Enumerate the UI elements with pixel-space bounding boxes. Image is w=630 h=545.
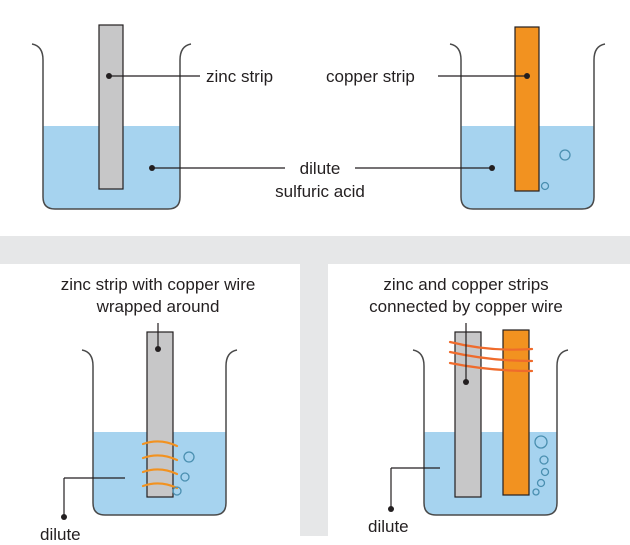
bubble: [172, 486, 182, 496]
panel-d-caption-line2: connected by copper wire: [369, 297, 563, 316]
copper-wire-coil: [141, 440, 179, 490]
panel-a-zinc: [31, 24, 285, 210]
panel-d-caption-line1: zinc and copper strips: [383, 275, 549, 294]
zinc-strip: [454, 331, 482, 498]
beaker-d-outline: [412, 349, 569, 516]
panel-c-wrapped: [61, 323, 238, 520]
beaker-c-outline: [81, 349, 238, 516]
bubble: [180, 472, 190, 482]
bubble: [183, 451, 195, 463]
dilute-label: dilute: [299, 159, 341, 178]
bubble: [559, 149, 571, 161]
bubble: [540, 467, 550, 477]
beaker-a-outline: [31, 43, 192, 210]
acid-d-pointer-dot: [388, 506, 394, 512]
bubble: [532, 488, 540, 496]
divider-vertical: [300, 236, 328, 536]
panel-d-dilute-label: dilute: [368, 517, 409, 536]
bubble: [540, 181, 550, 191]
zinc-strip: [98, 24, 124, 190]
acid-c-pointer-dot: [61, 514, 67, 520]
panel-c-dilute-label: dilute: [40, 525, 81, 544]
panel-c-caption-line1: zinc strip with copper wire: [60, 275, 256, 294]
copper-strip: [502, 329, 530, 496]
bubble: [536, 478, 546, 488]
copper-strip: [514, 26, 540, 192]
panel-b-copper: [355, 26, 606, 210]
copper-strip-label: copper strip: [326, 67, 415, 86]
panel-d-connected: [388, 323, 569, 516]
beaker-b-outline: [449, 43, 606, 210]
copper-wire-connection: [448, 340, 534, 373]
zinc-strip-label: zinc strip: [206, 67, 274, 86]
bubble: [534, 435, 548, 449]
panel-c-caption-line2: wrapped around: [96, 297, 220, 316]
sulfuric-acid-label: sulfuric acid: [275, 182, 365, 201]
zinc-strip: [146, 331, 174, 498]
beaker-d-liquid: [424, 432, 557, 515]
bubble: [539, 455, 549, 465]
